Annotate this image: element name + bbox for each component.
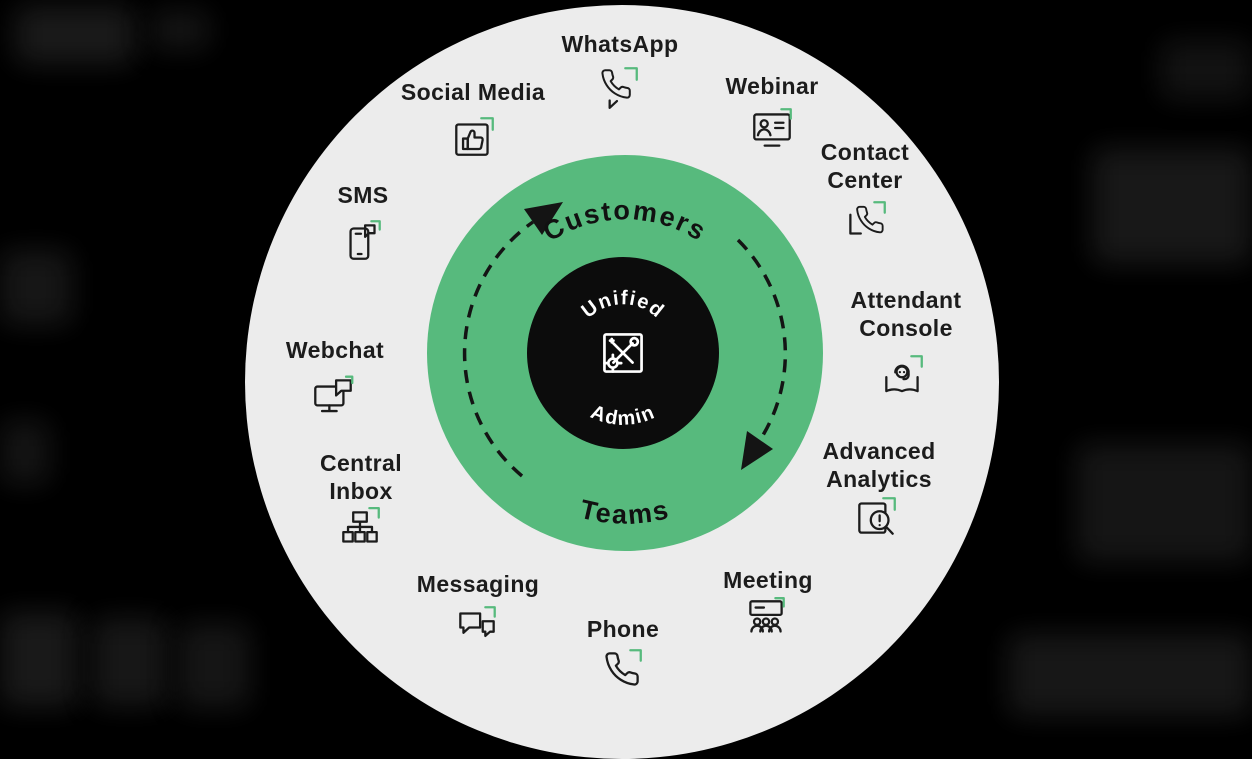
whatsapp-phone-icon [593,62,643,112]
item-label-central-inbox: Central Inbox [319,450,403,505]
item-label-phone: Phone [586,616,660,642]
background-blur-shape [1076,444,1252,562]
item-label-webchat: Webchat [285,337,385,363]
background-blur-shape [1008,634,1252,716]
phone-handset-icon [597,644,647,694]
item-label-meeting: Meeting [723,567,813,593]
background-blur-shape [178,624,250,708]
item-label-whatsapp: WhatsApp [561,31,679,57]
background-blur-shape [0,250,72,325]
central-inbox-org-icon [335,504,385,554]
messaging-bubbles-icon [452,602,502,652]
item-label-sms: SMS [337,182,389,208]
background-blur-shape [1160,40,1252,100]
item-label-advanced-analytics: Advanced Analytics [822,438,936,493]
meeting-group-icon [741,594,791,644]
attendant-console-agent-icon [878,350,928,400]
item-label-webinar: Webinar [725,73,819,99]
background-blur-shape [0,420,50,485]
webinar-screen-icon [747,104,797,154]
advanced-analytics-magnifier-icon [851,492,901,542]
item-label-attendant-console: Attendant Console [850,287,962,342]
webchat-monitor-icon [308,372,358,422]
item-label-social-media: Social Media [400,79,546,105]
item-label-contact-center: Contact Center [820,139,910,194]
admin-tools-icon [596,326,650,380]
background-blur-shape [1092,148,1252,264]
item-label-messaging: Messaging [416,571,540,597]
background-blur-shape [92,618,167,706]
background-blur-shape [0,612,78,707]
contact-center-phone-icon [841,196,891,246]
social-media-thumbs-up-icon [449,112,499,162]
background-blur-shape [15,6,135,64]
background-blur-shape [150,10,210,50]
sms-mobile-icon [337,216,387,266]
